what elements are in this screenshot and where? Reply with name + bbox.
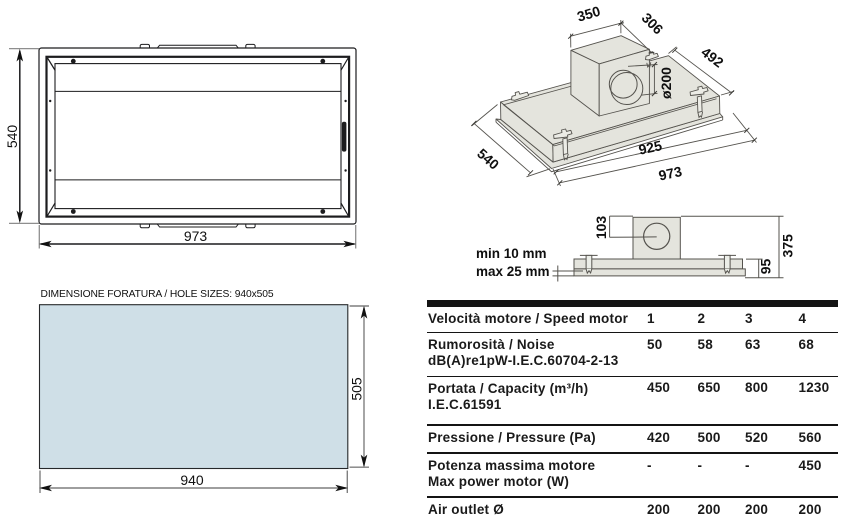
svg-text:103: 103 — [593, 216, 609, 240]
svg-text:306: 306 — [639, 10, 667, 38]
svg-text:ø200: ø200 — [658, 67, 674, 99]
svg-text:973: 973 — [184, 228, 208, 244]
svg-text:492: 492 — [698, 44, 726, 71]
svg-text:505: 505 — [349, 377, 365, 401]
svg-text:95: 95 — [758, 259, 774, 275]
svg-text:973: 973 — [657, 163, 683, 184]
svg-text:540: 540 — [474, 145, 502, 173]
svg-text:940: 940 — [180, 472, 204, 488]
svg-text:DIMENSIONE FORATURA / HOLE SIZ: DIMENSIONE FORATURA / HOLE SIZES: 940x50… — [41, 289, 274, 300]
svg-text:350: 350 — [575, 3, 602, 25]
svg-text:min 10 mm: min 10 mm — [476, 246, 547, 261]
svg-text:375: 375 — [780, 234, 796, 258]
svg-text:max 25 mm: max 25 mm — [476, 264, 550, 279]
svg-text:925: 925 — [637, 137, 663, 158]
svg-text:540: 540 — [4, 125, 20, 149]
